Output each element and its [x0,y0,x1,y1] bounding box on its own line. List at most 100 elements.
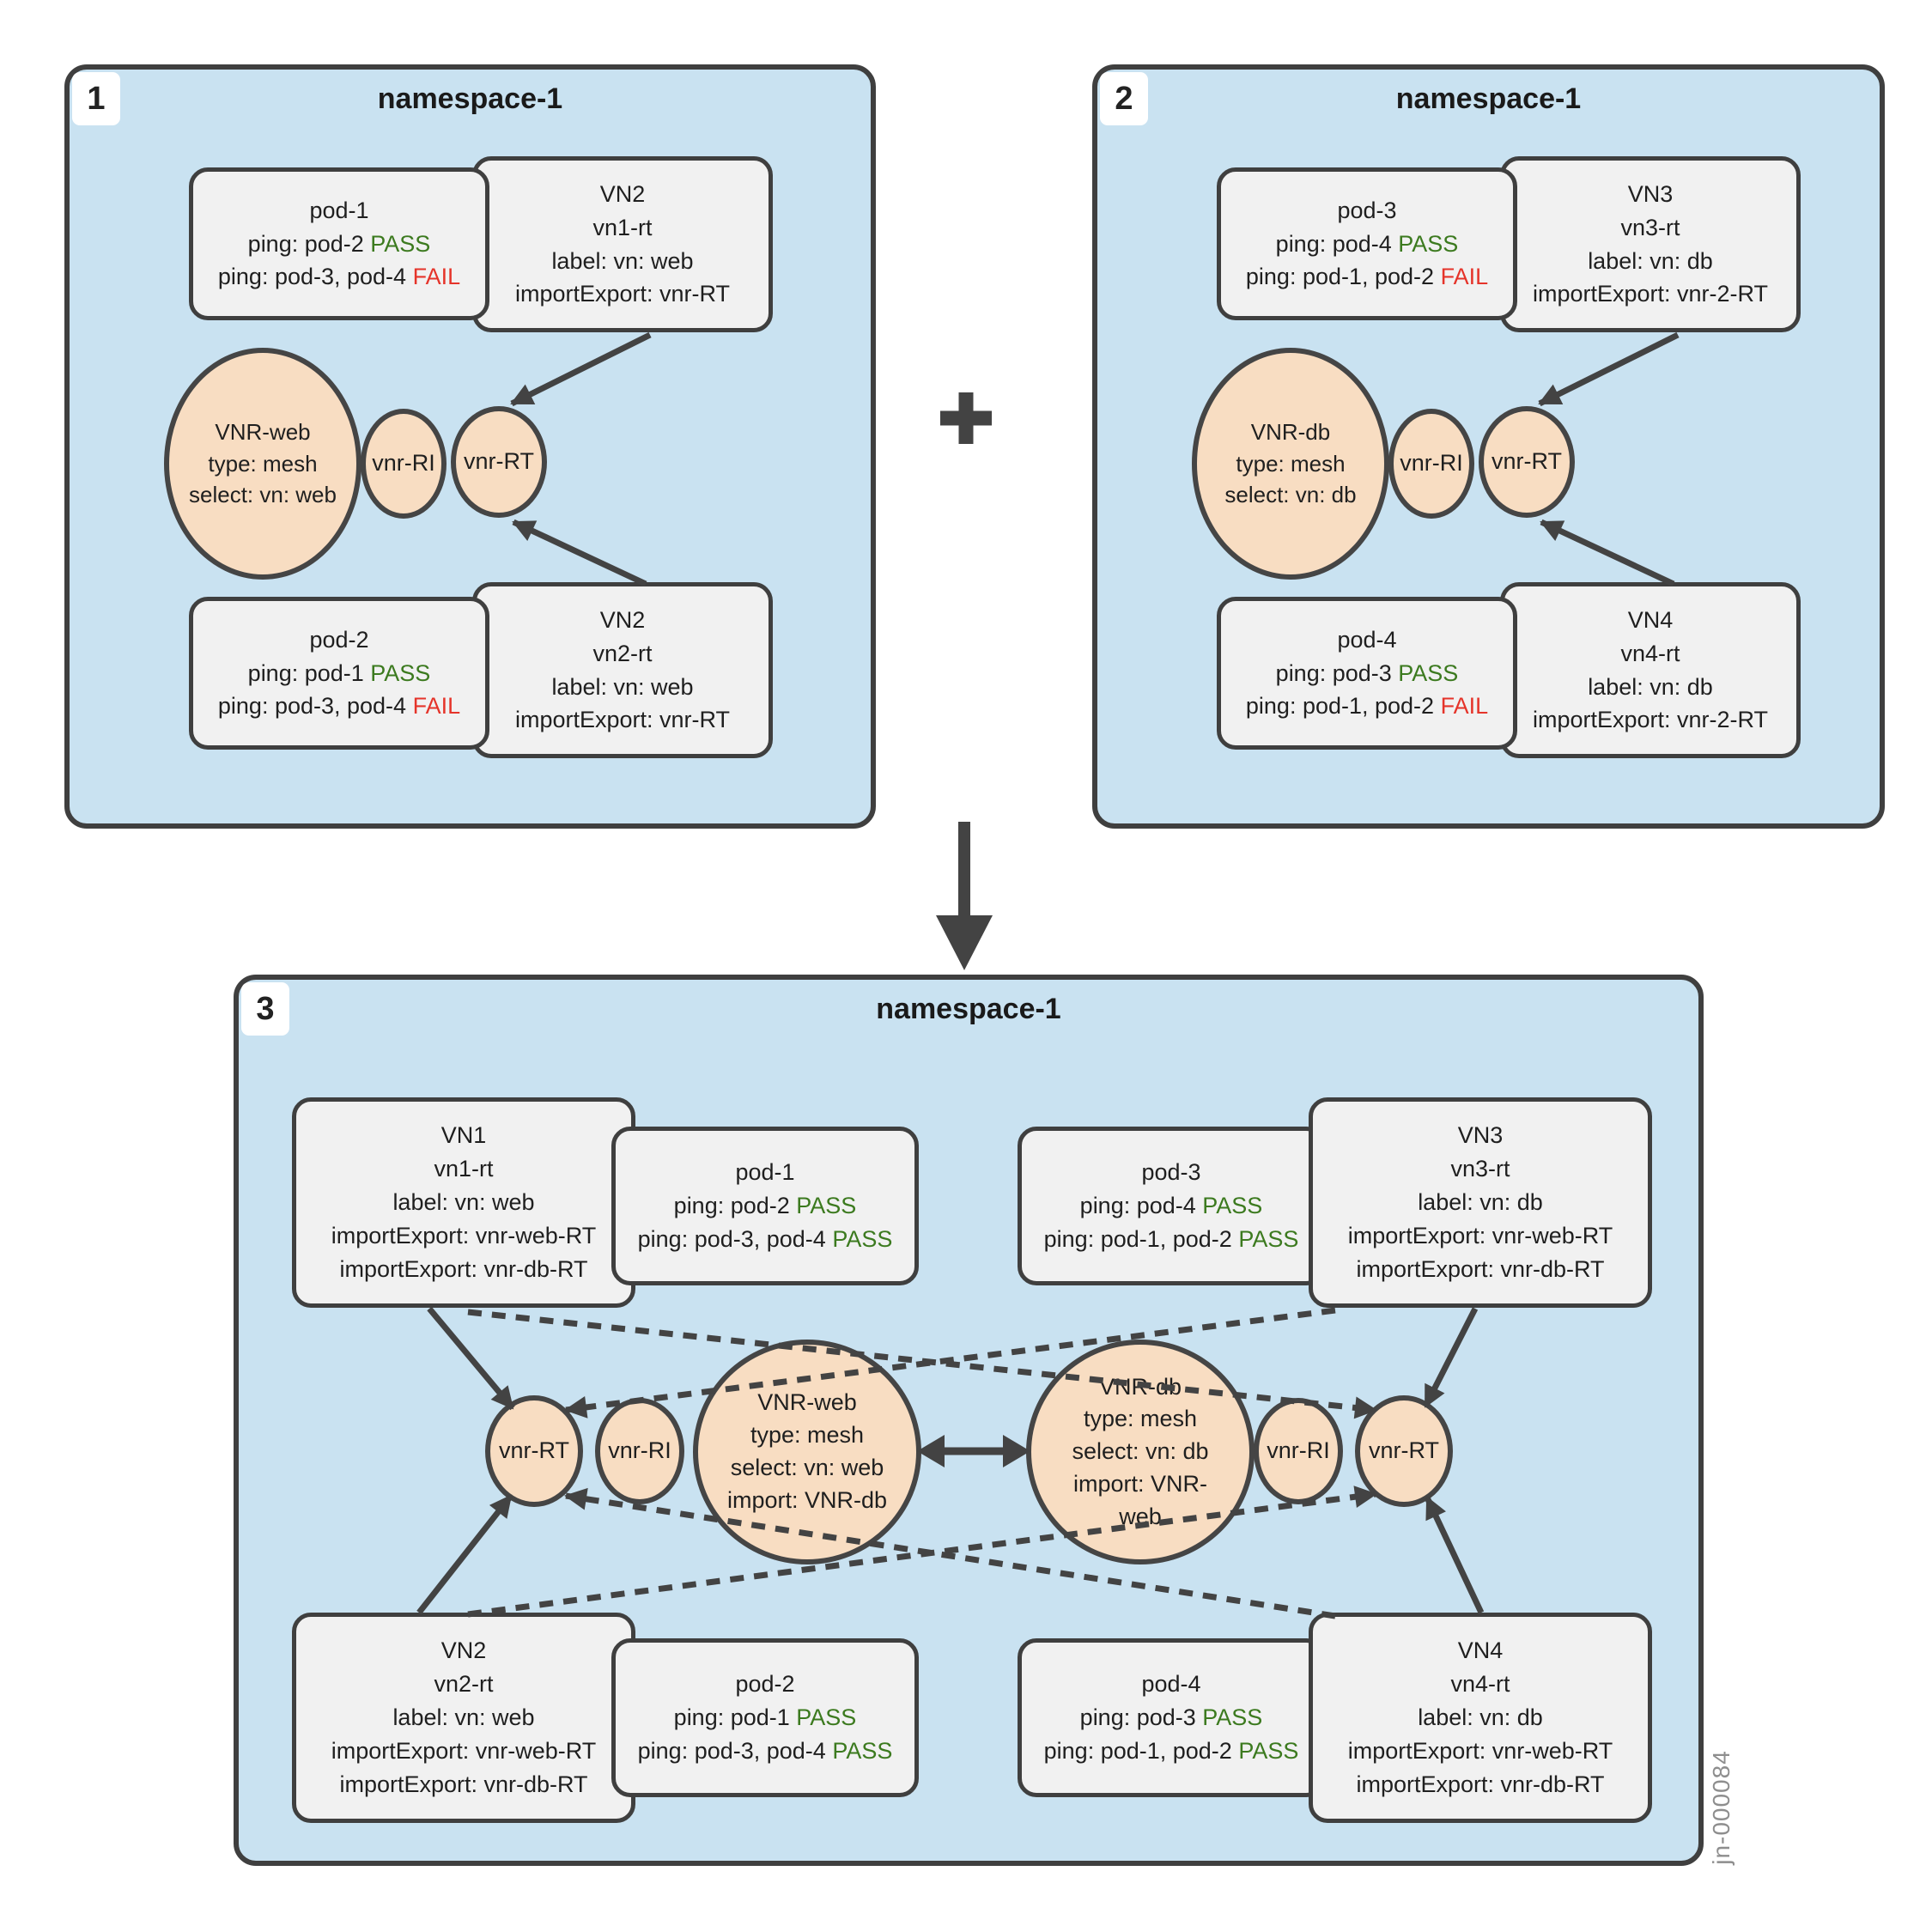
vn-rt-name: vn3-rt [1450,1156,1510,1182]
vn-name: VN3 [1457,1122,1504,1149]
vn-label: label: vn: web [551,673,694,700]
vn-box-vn1: VN1 vn1-rt label: vn: web importExport: … [292,1097,635,1308]
ping-text: ping: pod-1, pod-2 [1245,693,1441,720]
vn-label: label: vn: web [392,1704,535,1731]
pod-title: pod-4 [1141,1671,1201,1698]
pod-box-pod-4: pod-4 ping: pod-3 PASS ping: pod-1, pod-… [1217,597,1517,750]
vn-label: label: vn: db [1588,673,1713,700]
panel-badge-3: 3 [241,982,289,1036]
vnr-name: VNR-web [757,1389,857,1416]
vn-import-export: importExport: vnr-RT [514,707,731,733]
ping-line: ping: pod-3, pod-4 FAIL [218,690,460,723]
ping-text: ping: pod-3 [1079,1704,1203,1731]
pod-box-pod-3: pod-3 ping: pod-4 PASS ping: pod-1, pod-… [1217,167,1517,320]
ping-status: FAIL [412,693,461,720]
ping-line: ping: pod-4 PASS [1276,228,1459,261]
vn-box-vn2: VN2 vn2-rt label: vn: web importExport: … [292,1613,635,1823]
vn-name: VN4 [1457,1637,1504,1664]
ping-status: FAIL [1440,693,1489,720]
vn-import-export: importExport: vnr-web-RT [331,1737,597,1764]
pod-title: pod-1 [309,197,369,223]
panel-title: namespace-1 [876,993,1061,1025]
vn-rt-name: vn1-rt [592,214,653,240]
vn-rt-name: vn2-rt [592,640,653,666]
vnr-rt-label: vnr-RT [463,448,534,475]
ping-text: ping: pod-4 [1079,1193,1203,1219]
vn-import-export: importExport: vnr-2-RT [1532,281,1769,307]
vn-name: VN2 [440,1637,487,1664]
pod-box-pod-3: pod-3 ping: pod-4 PASS ping: pod-1, pod-… [1018,1127,1325,1285]
ping-text: ping: pod-4 [1275,230,1399,257]
vn-import-export: importExport: vnr-db-RT [1356,1771,1605,1797]
ping-status: PASS [1202,1704,1263,1731]
ping-text: ping: pod-3, pod-4 [217,264,413,290]
ping-text: ping: pod-1, pod-2 [1245,264,1441,290]
vn-rt-name: vn1-rt [434,1156,494,1182]
vnr-ri-circle-left: vnr-RI [595,1398,684,1504]
vnr-type: type: mesh [1236,450,1346,477]
ping-status: PASS [796,1193,857,1219]
ping-text: ping: pod-2 [673,1193,797,1219]
vnr-rt-circle-right: vnr-RT [1355,1395,1453,1507]
vn-import-export: importExport: vnr-web-RT [1347,1737,1613,1764]
pod-title: pod-4 [1337,626,1397,653]
ping-text: ping: pod-2 [247,230,371,257]
vnr-ri-label: vnr-RI [1400,450,1463,477]
vnr-rt-circle-left: vnr-RT [485,1395,583,1507]
vnr-type: type: mesh [750,1422,865,1449]
vn-label: label: vn: db [1418,1704,1543,1731]
vn-rt-name: vn4-rt [1450,1671,1510,1698]
vnr-ri-circle: vnr-RI [1388,409,1474,519]
ping-status: PASS [1398,230,1459,257]
vnr-ri-circle: vnr-RI [361,409,447,519]
vnr-db-circle: VNR-db type: mesh select: vn: db [1192,348,1389,580]
vn-label: label: vn: web [392,1189,535,1216]
vnr-rt-label: vnr-RT [498,1437,569,1464]
ping-line: ping: pod-1, pod-2 PASS [1044,1735,1299,1768]
vnr-import: import: VNR-db [726,1486,888,1513]
ping-text: ping: pod-1, pod-2 [1043,1737,1239,1764]
ping-status: FAIL [412,264,461,290]
vn-box-vn4: VN4 vn4-rt label: vn: db importExport: v… [1309,1613,1652,1823]
pod-title: pod-2 [309,626,369,653]
vn-name: VN1 [440,1122,487,1149]
ping-line: ping: pod-1 PASS [248,657,431,690]
vnr-name: VNR-db [1098,1373,1182,1400]
pod-box-pod-2: pod-2 ping: pod-1 PASS ping: pod-3, pod-… [189,597,489,750]
vn-import-export: importExport: vnr-2-RT [1532,707,1769,733]
ping-status: PASS [1238,1225,1299,1252]
ping-status: PASS [370,659,431,686]
ping-status: PASS [370,230,431,257]
vnr-web-circle: VNR-web type: mesh select: vn: web impor… [693,1340,921,1564]
vnr-rt-circle: vnr-RT [1479,406,1575,518]
ping-line: ping: pod-1, pod-2 PASS [1044,1223,1299,1256]
pod-title: pod-1 [735,1159,795,1186]
ping-status: PASS [796,1704,857,1731]
ping-text: ping: pod-3, pod-4 [217,693,413,720]
vn-label: label: vn: db [1588,247,1713,274]
vn-rt-name: vn4-rt [1620,640,1680,666]
ping-status: PASS [832,1225,893,1252]
pod-title: pod-3 [1141,1159,1201,1186]
vnr-name: VNR-db [1250,419,1331,446]
vnr-import: import: VNR-web [1072,1470,1207,1529]
vn-import-export: importExport: vnr-db-RT [339,1771,588,1797]
vnr-ri-label: vnr-RI [608,1437,671,1464]
vn-box-vn1: VN2 vn1-rt label: vn: web importExport: … [472,156,773,332]
vn-name: VN2 [599,180,646,207]
vn-box-vn4: VN4 vn4-rt label: vn: db importExport: v… [1500,582,1801,758]
ping-line: ping: pod-1, pod-2 FAIL [1246,690,1488,723]
vn-box-vn3: VN3 vn3-rt label: vn: db importExport: v… [1500,156,1801,332]
vnr-rt-circle: vnr-RT [451,406,547,518]
vnr-name: VNR-web [215,419,311,446]
ping-text: ping: pod-1, pod-2 [1043,1225,1239,1252]
ping-status: PASS [1398,659,1459,686]
ping-status: PASS [1238,1737,1299,1764]
vnr-select: select: vn: web [730,1455,884,1480]
pod-title: pod-2 [735,1671,795,1698]
ping-line: ping: pod-3, pod-4 FAIL [218,260,460,294]
vnr-type: type: mesh [208,450,318,477]
ping-line: ping: pod-3 PASS [1276,657,1459,690]
vnr-web-circle: VNR-web type: mesh select: vn: web [164,348,361,580]
